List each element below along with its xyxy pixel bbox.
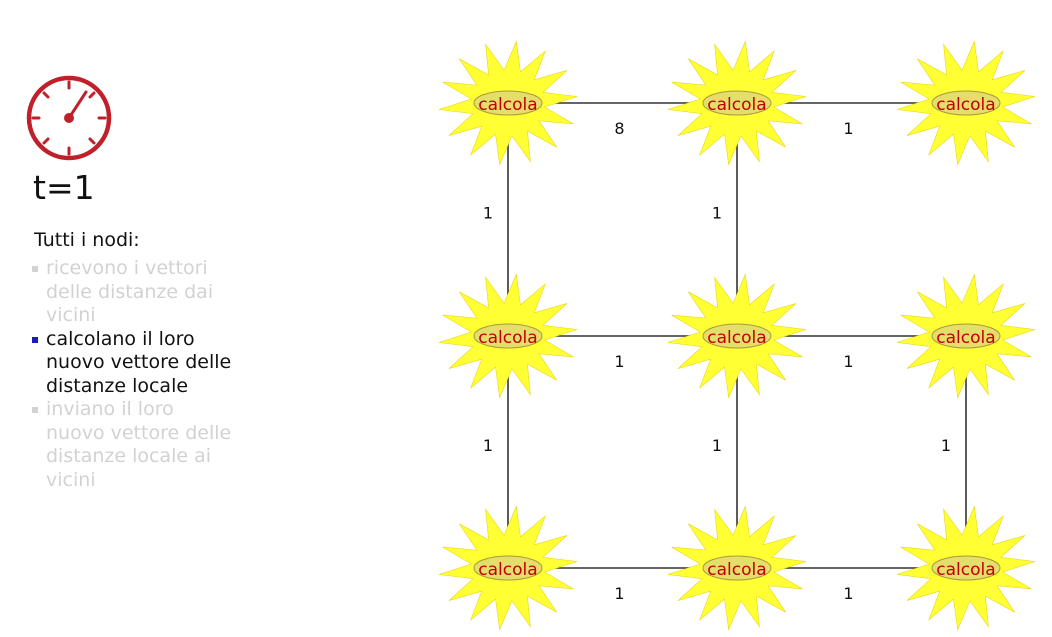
node-label: calcola [936,95,995,115]
edge-weight-label: 1 [483,204,493,223]
node-label: calcola [707,95,766,115]
node-oval [473,90,543,116]
node-label: calcola [936,560,995,580]
edge-weight-label: 1 [614,352,624,371]
node-oval [473,555,543,581]
node-oval [931,323,1001,349]
edge-weight-label: 8 [614,119,624,138]
network-node: calcola [438,273,578,399]
step-line: calcolano il loro [46,327,195,350]
step-line: nuovo vettore delle [46,351,232,373]
edge-weight-label: 1 [483,436,493,455]
node-label: calcola [707,560,766,580]
network-node: calcola [896,505,1036,631]
node-label: calcola [478,95,537,115]
time-label: t=1 [33,168,95,207]
network-node: calcola [667,505,807,631]
node-oval [931,555,1001,581]
node-oval [702,90,772,116]
network-node: calcola [438,40,578,166]
network-node: calcola [438,505,578,631]
edge-weight-label: 1 [712,204,722,223]
node-oval [702,555,772,581]
bullet-marker [32,407,38,413]
network-node: calcola [896,40,1036,166]
steps-heading: Tutti i nodi: [34,229,140,251]
bullet-marker [32,336,38,343]
edge-weight-label: 1 [843,584,853,603]
edge-weight-label: 1 [712,436,722,455]
edge-weight-label: 1 [843,119,853,138]
edge-weight-label: 1 [941,436,951,455]
step-line: delle distanze dai [46,280,214,303]
edge-weight-label: 1 [614,584,624,603]
stopwatch-icon [26,75,112,161]
bullet-marker [32,266,38,272]
network-node: calcola [667,273,807,399]
node-label: calcola [936,328,995,348]
step-line: inviano il loro [46,398,174,420]
node-label: calcola [707,328,766,348]
network-node: calcola [896,273,1036,399]
node-oval [702,323,772,349]
step-line: vicini [46,468,96,491]
node-layer: calcola calcola calcola calcola calcola calco… [438,40,1036,631]
step-line: distanze locale ai [46,445,211,467]
edge-weight-label: 1 [843,352,853,371]
step-line: distanze locale [46,374,189,397]
step-line: nuovo vettore delle [46,421,232,444]
node-oval [473,323,543,349]
node-oval [931,90,1001,116]
network-node: calcola [667,40,807,166]
step-line: vicini [46,304,96,326]
step-line: ricevono i vettori [46,257,208,279]
node-label: calcola [478,328,537,348]
node-label: calcola [478,560,537,580]
